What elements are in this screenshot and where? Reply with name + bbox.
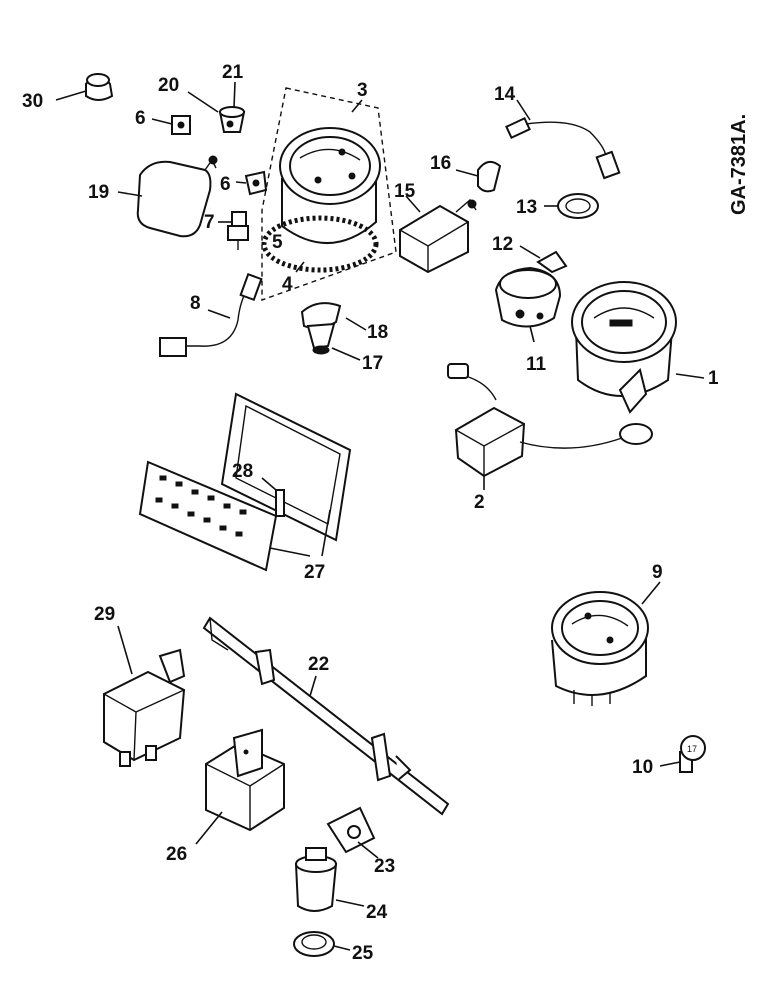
- part-7-sensor: [227, 211, 249, 250]
- callout-23: 23: [374, 856, 395, 877]
- callout-11: 11: [526, 354, 547, 375]
- callout-5: 5: [272, 232, 283, 253]
- callout-7: 7: [204, 212, 215, 233]
- callout-20: 20: [158, 75, 179, 96]
- part-16-lamp-socket: [477, 160, 502, 193]
- part-18-knob: [300, 302, 342, 355]
- part-6-terminal-upper: [171, 115, 191, 135]
- part-10-bulb: 17: [679, 735, 706, 773]
- callout-30: 30: [22, 91, 43, 112]
- part-27-bezel: [138, 392, 352, 572]
- callout-9: 9: [652, 562, 663, 583]
- part-22-bracket: [202, 616, 450, 816]
- part-21-socket: [218, 106, 246, 133]
- callout-24: 24: [366, 902, 388, 923]
- callout-26: 26: [166, 844, 187, 865]
- callout-27: 27: [304, 562, 325, 583]
- part-24-motor: [294, 847, 338, 912]
- callout-28: 28: [232, 461, 253, 482]
- callout-8: 8: [190, 293, 201, 314]
- part-23-clip-bracket: [326, 806, 376, 854]
- callout-12: 12: [492, 234, 513, 255]
- callout-3: 3: [357, 80, 368, 101]
- part-25-cap: [293, 931, 335, 957]
- callout-22: 22: [308, 654, 329, 675]
- bulb-mark: 17: [687, 744, 697, 754]
- part-19-box: [136, 155, 218, 238]
- callout-6-lower: 6: [220, 174, 231, 195]
- callout-1: 1: [708, 368, 719, 389]
- drawing-code: GA-7381A.: [728, 114, 750, 215]
- callout-21: 21: [222, 62, 244, 83]
- part-9-gauge: [551, 591, 649, 706]
- callout-4: 4: [282, 274, 293, 295]
- part-2-lever-switch: [447, 363, 653, 478]
- callout-18: 18: [367, 322, 388, 343]
- part-14-lead: [505, 117, 621, 180]
- part-13-clip: [557, 193, 599, 219]
- callout-25: 25: [352, 943, 374, 964]
- part-30-grommet: [85, 73, 114, 101]
- callout-10: 10: [632, 757, 653, 778]
- callout-16: 16: [430, 153, 451, 174]
- part-3-gauge-assembly: [261, 87, 397, 301]
- callout-14: 14: [494, 84, 516, 105]
- callout-13: 13: [516, 197, 537, 218]
- part-29-relay: [103, 648, 186, 767]
- part-28-bulb: [275, 489, 285, 517]
- part-15-module: [399, 198, 477, 274]
- part-11-ignition-switch: [494, 250, 568, 328]
- part-1-large-gauge: [571, 281, 677, 414]
- callout-15: 15: [394, 181, 416, 202]
- part-8-harness: [159, 272, 263, 357]
- callout-6-upper: 6: [135, 108, 146, 129]
- callout-17: 17: [362, 353, 383, 374]
- callout-19: 19: [88, 182, 109, 203]
- part-26-flasher: [205, 728, 285, 832]
- part-4-gasket: [261, 215, 379, 273]
- part-6-terminal-lower: [244, 170, 268, 196]
- callout-2: 2: [474, 492, 485, 513]
- callout-29: 29: [94, 604, 115, 625]
